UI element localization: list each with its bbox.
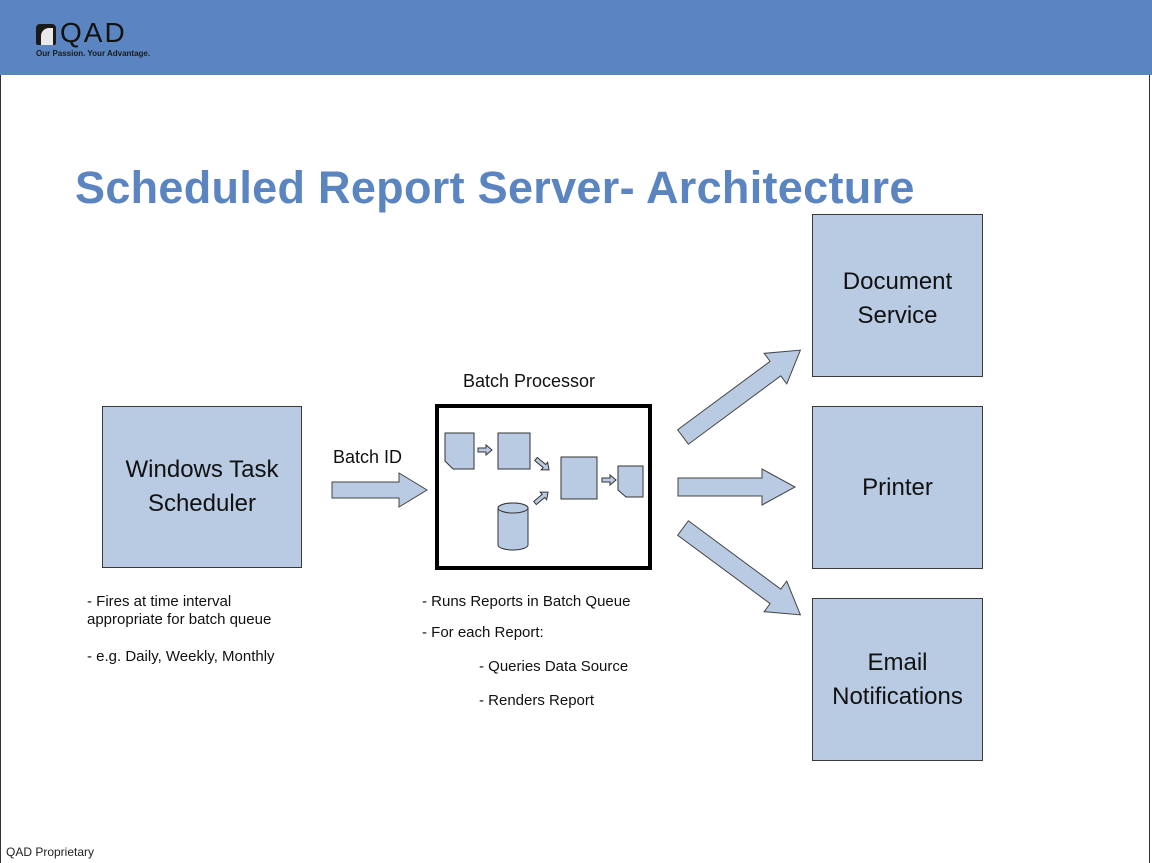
small-arrow-4 (533, 491, 549, 506)
arrow-scheduler-to-batch (331, 472, 428, 508)
scheduler-note-1: - Fires at time interval (87, 593, 232, 610)
scheduler-note-3: - e.g. Daily, Weekly, Monthly (87, 648, 275, 665)
slide-title: Scheduled Report Server- Architecture (75, 162, 915, 213)
arrow-to-email (676, 520, 802, 616)
footer-proprietary: QAD Proprietary (6, 845, 95, 859)
batch-note-2: - For each Report: (422, 624, 544, 641)
input-document-icon (444, 432, 475, 470)
small-arrow-3 (534, 456, 550, 471)
scheduler-note-2: appropriate for batch queue (87, 611, 272, 628)
logo-text: QAD (60, 17, 127, 48)
small-arrow-2 (601, 473, 617, 487)
batch-id-label: Batch ID (333, 447, 403, 467)
batch-note-4: - Renders Report (479, 692, 595, 709)
process-step-icon (497, 432, 531, 470)
logo-tagline: Our Passion. Your Advantage. (36, 49, 151, 58)
printer-label: Printer (862, 473, 933, 501)
arrow-to-printer (677, 468, 797, 506)
document-service-box: Document Service (812, 214, 983, 377)
batch-processor-label: Batch Processor (463, 371, 596, 391)
header-band: QAD Our Passion. Your Advantage. (0, 0, 1152, 75)
batch-processor-box (435, 404, 652, 570)
document-service-label: Document Service (842, 268, 953, 329)
batch-note-3: - Queries Data Source (479, 658, 629, 675)
email-notifications-label: Email Notifications (832, 648, 963, 710)
printer-box: Printer (812, 406, 983, 569)
batch-note-1: - Runs Reports in Batch Queue (422, 593, 631, 610)
output-document-icon (617, 465, 644, 498)
arrow-to-document-service (676, 349, 802, 445)
windows-task-scheduler-box: Windows Task Scheduler (102, 406, 302, 568)
email-notifications-box: Email Notifications (812, 598, 983, 761)
small-arrow-1 (477, 443, 493, 457)
windows-task-scheduler-label: Windows Task Scheduler (125, 456, 279, 517)
qad-logo-icon (36, 24, 56, 45)
report-engine-icon (560, 456, 598, 500)
